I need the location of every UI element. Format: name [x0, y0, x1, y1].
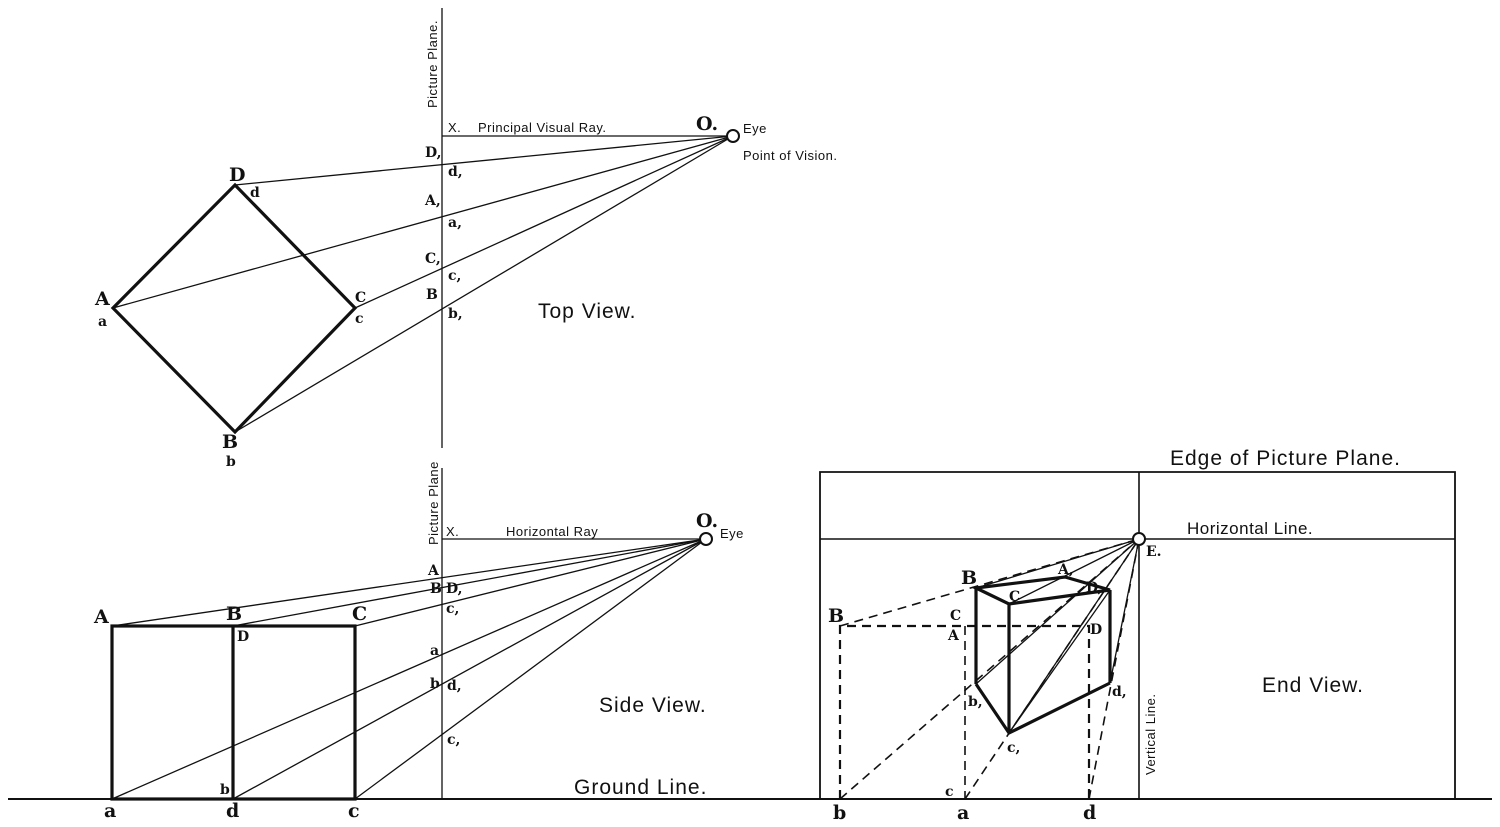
- side-point-b: b: [220, 782, 230, 798]
- plane-point-b1: b,: [448, 306, 463, 322]
- point-A-label: A: [94, 288, 110, 310]
- side-point-B: B: [226, 603, 242, 625]
- plane-point-B: B: [426, 287, 438, 303]
- end-point-A: A: [947, 628, 960, 644]
- ray-C1: [1008, 538, 1140, 605]
- side-plane-B: B: [430, 581, 442, 597]
- end-view: Edge of Picture Plane. Horizontal Line. …: [819, 447, 1456, 824]
- top-view: Picture Plane. X. Principal Visual Ray. …: [94, 8, 837, 470]
- ray-b: [234, 135, 734, 433]
- top-picture-plane-label: Picture Plane.: [425, 20, 440, 108]
- side-plane-C1: c,: [446, 601, 459, 617]
- end-eye-point-label: E.: [1146, 544, 1162, 560]
- side-point-d: d: [226, 800, 239, 822]
- side-point-D: D: [237, 629, 249, 645]
- side-view: Picture Plane X. Horizontal Ray O. Eye A…: [8, 461, 1492, 822]
- end-point-A1: A,: [1057, 562, 1074, 578]
- edge-of-picture-plane-label: Edge of Picture Plane.: [1170, 447, 1401, 470]
- point-D-label: D: [229, 164, 245, 186]
- point-a-label: a: [98, 314, 107, 330]
- ray-d: [234, 135, 734, 186]
- plane-point-x: X.: [448, 120, 461, 135]
- top-square: [110, 182, 358, 435]
- horizontal-line-label: Horizontal Line.: [1187, 519, 1313, 538]
- side-view-title: Side View.: [599, 694, 707, 717]
- side-eye-circle: [699, 532, 713, 546]
- side-point-A: A: [93, 606, 109, 628]
- side-ray-A: [111, 538, 707, 627]
- side-picture-plane-label: Picture Plane: [426, 461, 441, 545]
- ground-line-label: Ground Line.: [574, 776, 707, 799]
- ray-B1: [975, 538, 1140, 589]
- point-C-label: C: [355, 290, 366, 306]
- side-plane-A: A: [427, 563, 440, 579]
- side-plane-c1: c,: [447, 732, 460, 748]
- ray-b1: [975, 538, 1140, 685]
- side-ray-d: [232, 538, 707, 800]
- point-of-vision-label: Point of Vision.: [743, 148, 837, 163]
- picture-plane-frame: [819, 471, 1456, 799]
- end-point-d1: d,: [1112, 684, 1127, 700]
- ray-a: [112, 135, 734, 309]
- side-ray-C: [354, 538, 707, 627]
- eye-point-circle: [726, 129, 740, 143]
- end-point-c1: c,: [1007, 740, 1020, 756]
- side-point-a: a: [104, 800, 116, 822]
- side-plane-D1: D,: [446, 581, 463, 597]
- principal-ray-label: Principal Visual Ray.: [478, 120, 607, 135]
- side-plane-point-x: X.: [446, 524, 459, 539]
- end-point-C: C: [950, 608, 961, 624]
- side-point-c: c: [348, 800, 360, 822]
- side-ray-a: [111, 538, 707, 800]
- plane-point-a1: a,: [448, 215, 462, 231]
- dashed-ray-b: [839, 538, 1140, 800]
- end-point-c: c: [945, 784, 954, 800]
- end-point-b1: b,: [968, 694, 983, 710]
- ray-c1: [1008, 538, 1140, 734]
- cube-diagonal: [1008, 589, 1111, 734]
- end-point-d: d: [1083, 802, 1096, 824]
- eye-label: Eye: [743, 121, 767, 136]
- eye-point-label: O.: [696, 113, 718, 135]
- plane-point-D1: D,: [425, 145, 442, 161]
- ray-c: [354, 135, 734, 309]
- plane-point-C1: C,: [425, 251, 441, 267]
- end-point-b: b: [833, 802, 846, 824]
- point-b-label: b: [226, 454, 236, 470]
- side-ray-c: [354, 538, 707, 800]
- end-point-C1: C: [1009, 589, 1020, 605]
- ray-d1: [1109, 538, 1140, 684]
- end-point-a: a: [957, 802, 969, 824]
- point-d-label: d: [250, 185, 260, 201]
- top-view-title: Top View.: [538, 300, 637, 323]
- end-point-B1: B: [961, 567, 977, 589]
- end-point-D1: D,: [1086, 580, 1103, 596]
- point-B-label: B: [222, 431, 238, 453]
- end-point-B: B: [828, 605, 844, 627]
- horizontal-ray-label: Horizontal Ray: [506, 524, 598, 539]
- vertical-line-label: Vertical Line.: [1143, 694, 1158, 775]
- end-view-title: End View.: [1262, 674, 1364, 697]
- side-plane-a: a: [430, 643, 439, 659]
- plane-point-c1: c,: [448, 268, 461, 284]
- side-ray-B: [232, 538, 707, 627]
- side-eye-point-label: O.: [696, 510, 718, 532]
- end-point-D: D: [1090, 622, 1102, 638]
- side-eye-label: Eye: [720, 526, 744, 541]
- plane-point-d1: d,: [448, 164, 463, 180]
- side-plane-d1: d,: [447, 678, 462, 694]
- point-c-label: c: [355, 311, 364, 327]
- side-point-C: C: [352, 603, 367, 625]
- side-plane-b: b: [430, 676, 440, 692]
- plane-point-A1: A,: [424, 193, 441, 209]
- end-eye-circle: [1132, 532, 1146, 546]
